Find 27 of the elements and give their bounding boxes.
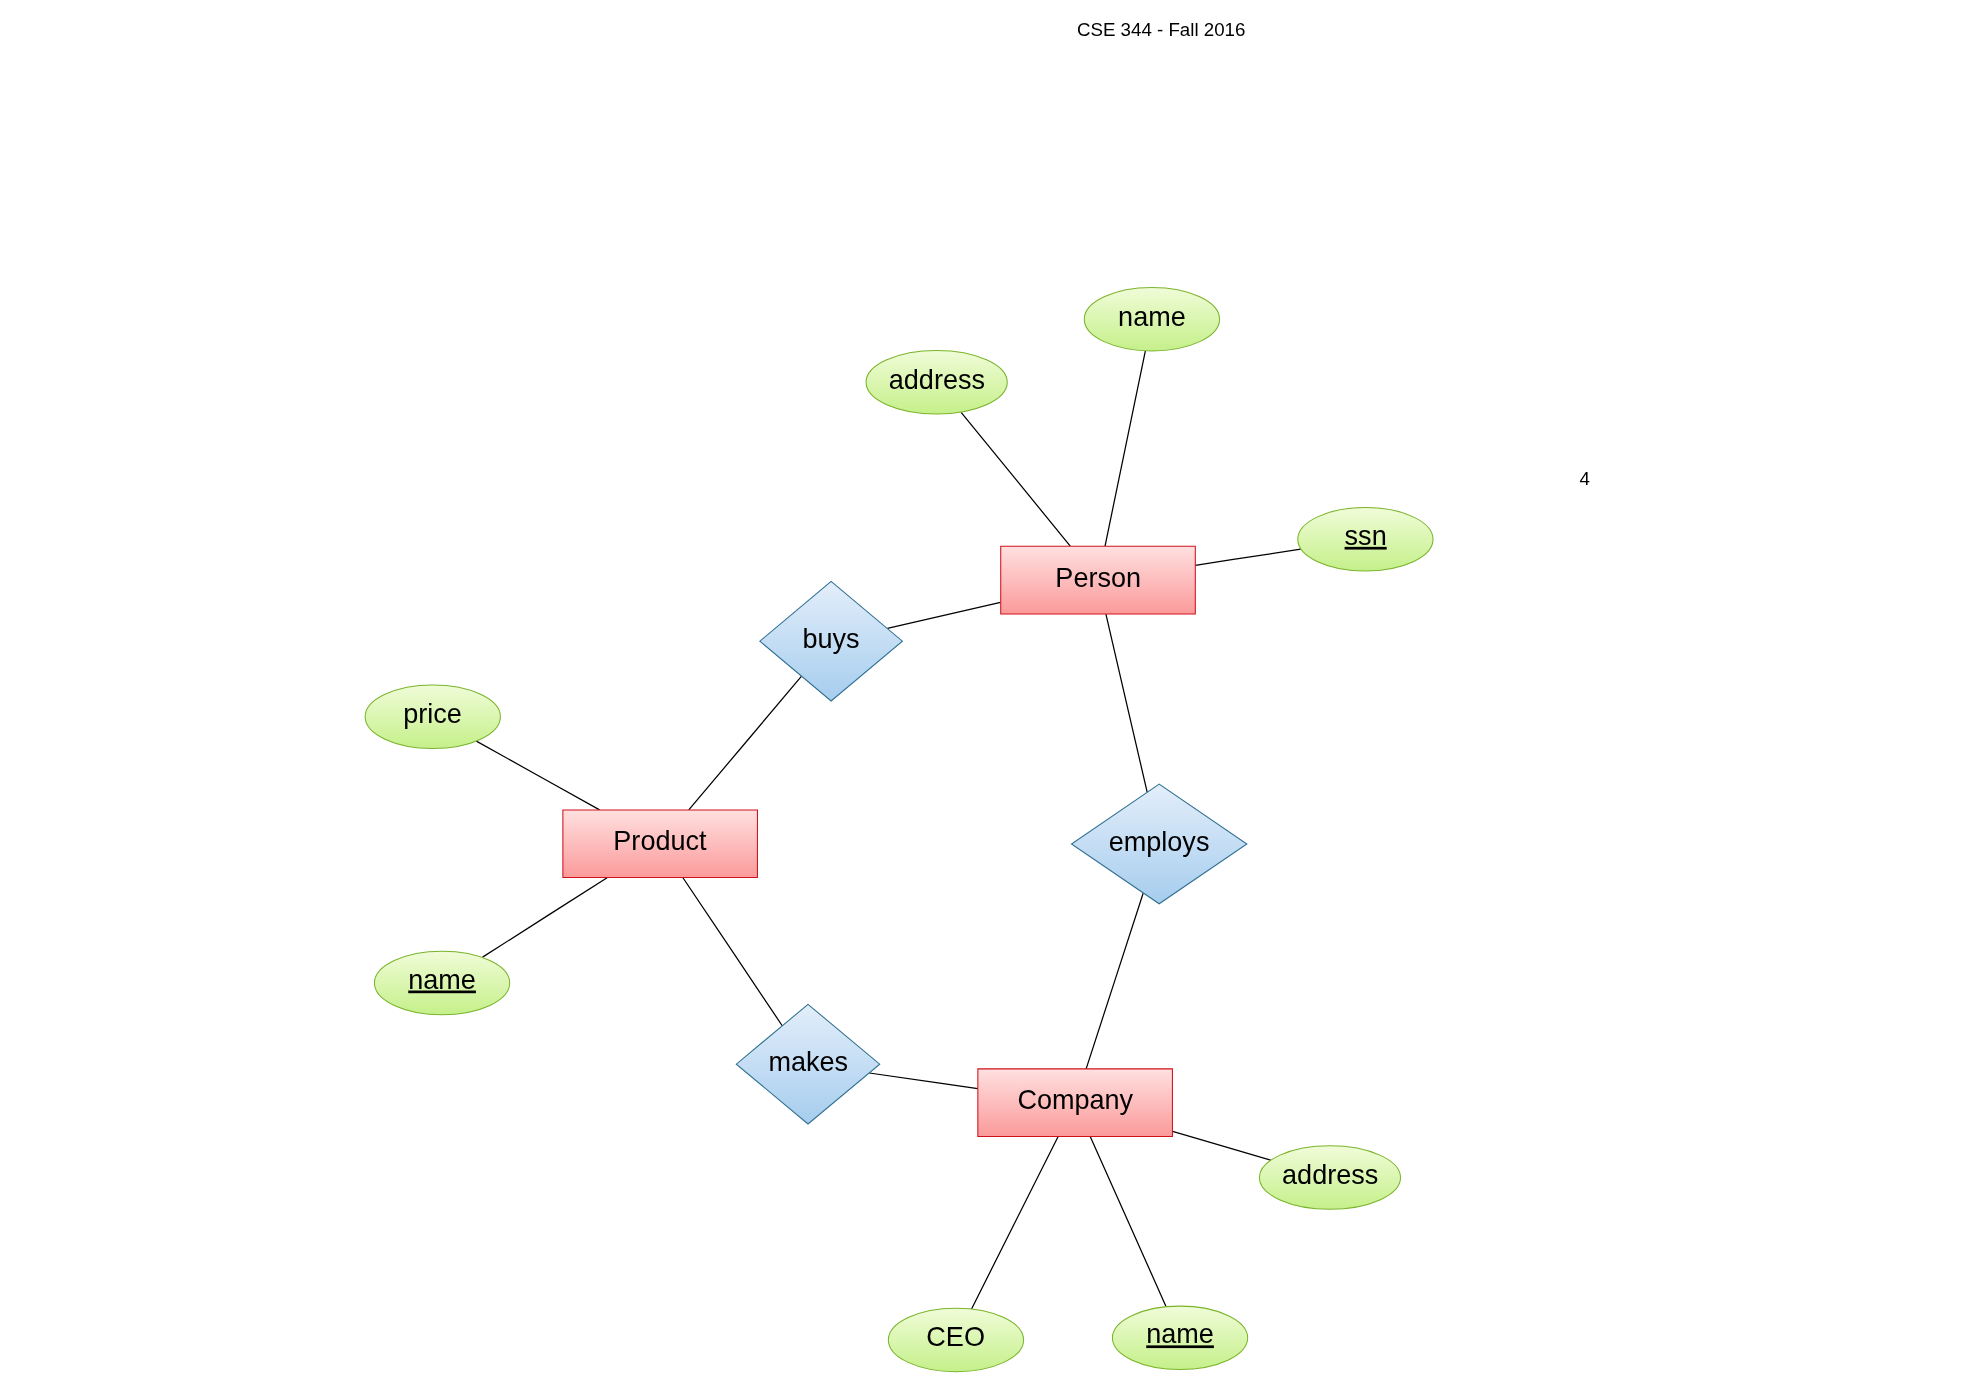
node-ellipse: address bbox=[865, 350, 1008, 415]
node-box: Company bbox=[976, 1068, 1173, 1138]
connector bbox=[681, 877, 783, 1027]
connector bbox=[960, 411, 1071, 547]
connector bbox=[1194, 548, 1301, 566]
label: 4 bbox=[1579, 467, 1590, 489]
connector bbox=[1089, 1136, 1167, 1308]
node-box: Product bbox=[561, 809, 758, 879]
connector bbox=[1104, 613, 1148, 793]
connector bbox=[886, 601, 1001, 629]
node-ellipse: ssn bbox=[1296, 507, 1434, 572]
node-ellipse: price bbox=[364, 684, 501, 749]
node-ellipse: address bbox=[1258, 1145, 1401, 1210]
connector bbox=[1171, 1130, 1271, 1161]
node-diamond: buys bbox=[758, 580, 903, 702]
node-box: Person bbox=[999, 545, 1196, 615]
connector bbox=[1103, 350, 1146, 547]
node-ellipse: CEO bbox=[887, 1307, 1024, 1373]
node-diamond: employs bbox=[1070, 783, 1248, 905]
node-ellipse: name bbox=[1111, 1305, 1248, 1371]
node-ellipse: name bbox=[373, 950, 510, 1016]
connector bbox=[868, 1072, 978, 1090]
label: CSE 344 - Fall 2016 bbox=[1076, 18, 1245, 40]
connector bbox=[481, 877, 608, 958]
connector bbox=[970, 1136, 1059, 1310]
node-diamond: makes bbox=[735, 1003, 881, 1125]
node-ellipse: name bbox=[1083, 286, 1220, 352]
